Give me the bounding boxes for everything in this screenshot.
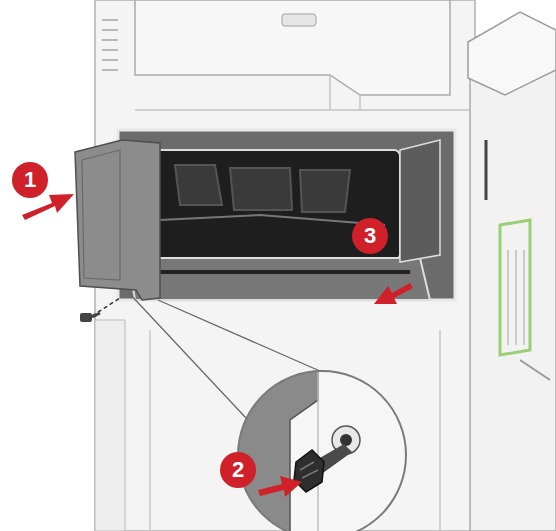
vents [102, 20, 118, 70]
scanner-unit [135, 0, 450, 95]
green-strip [500, 220, 530, 355]
handle [282, 14, 316, 26]
unit-opening [150, 150, 400, 260]
thumbscrew [294, 444, 352, 492]
finisher [470, 45, 556, 531]
output-tray [468, 12, 556, 95]
callout-number: 2 [220, 452, 256, 488]
left-cover [75, 140, 160, 300]
callout-number: 1 [12, 162, 48, 198]
callout-number: 3 [352, 218, 388, 254]
finisher-unit [118, 130, 455, 300]
direction-arrows [22, 194, 413, 497]
